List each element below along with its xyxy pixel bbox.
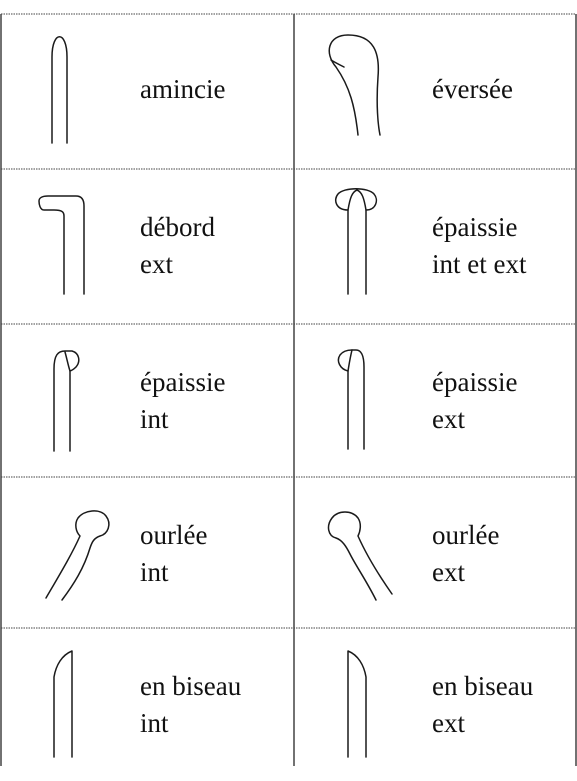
cell-label-line2: ext [432,557,465,587]
lip-profile-eversee [328,34,381,136]
cell-label-line1: éversée [432,74,513,104]
cell-debord-ext: débord ext [4,170,290,322]
cell-epaissie-int: épaissie int [4,325,290,477]
cell-label-line1: en biseau [432,671,534,701]
lip-profile-epaissie-int [53,350,80,452]
cell-en-biseau-int: en biseau int [4,629,290,781]
cell-epaissie-int-et-ext: épaissie int et ext [296,170,577,322]
cell-label-line1: épaissie [432,212,518,242]
cell-ourlee-int: ourlée int [4,478,290,630]
cell-ourlee-ext: ourlée ext [296,478,577,630]
cell-label-line1: épaissie [140,367,226,397]
cell-label-line1: épaissie [432,367,518,397]
cell-label-line2: ext [432,404,465,434]
cell-label-line1: amincie [140,74,226,104]
cell-label-line2: ext [432,708,465,738]
lip-profile-amincie [51,36,68,144]
lip-profile-en-biseau-ext [347,650,367,758]
lip-profile-epaissie-int-et-ext [335,188,378,295]
cell-label-line1: en biseau [140,671,242,701]
cell-label-line1: ourlée [432,520,500,550]
cell-label-line1: ourlée [140,520,208,550]
cell-label-line1: débord [140,212,215,242]
cell-epaissie-ext: épaissie ext [296,325,577,477]
cell-amincie: amincie [4,15,290,167]
cell-label-line2: int et ext [432,249,527,279]
lip-profile-ourlee-int [45,510,110,601]
lip-profile-en-biseau-int [53,650,73,758]
cell-eversee: éversée [296,15,577,167]
cell-label-line2: int [140,557,169,587]
cell-label-line2: int [140,708,169,738]
lip-profile-debord-ext [38,195,85,295]
cell-label-line2: int [140,404,169,434]
cell-en-biseau-ext: en biseau ext [296,629,577,781]
cell-label-line2: ext [140,249,173,279]
lip-profile-ourlee-ext [327,511,393,601]
lip-profile-epaissie-ext [337,349,365,450]
